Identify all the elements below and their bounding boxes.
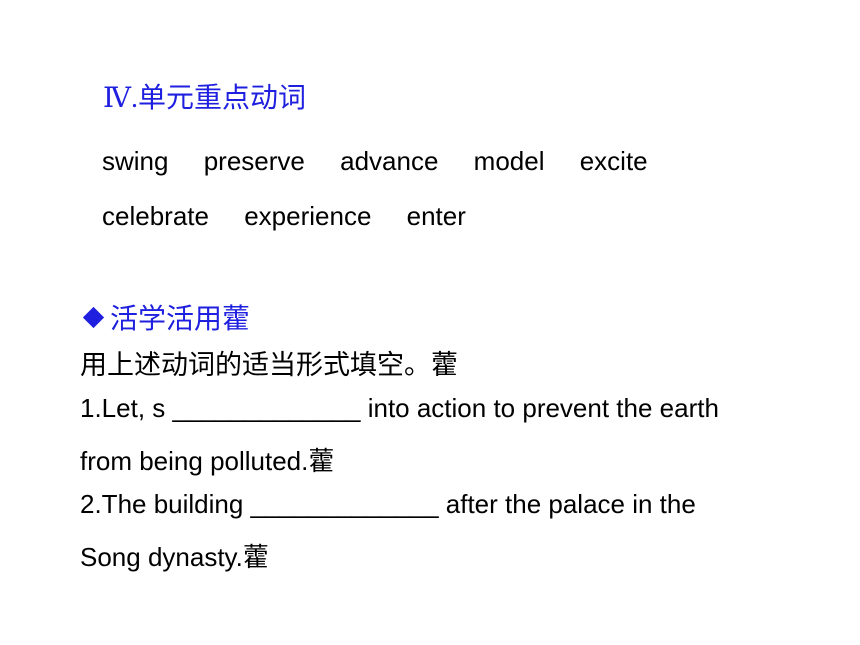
diamond-bullet-icon bbox=[82, 306, 105, 329]
section-title: 活学活用藿 bbox=[82, 297, 250, 337]
verb-word: advance bbox=[340, 146, 439, 176]
verb-word: excite bbox=[579, 146, 648, 176]
exercise-1-line-1: 1.Let, s _____________ into action to pr… bbox=[80, 393, 719, 423]
verb-word: swing bbox=[102, 146, 169, 176]
exercise-1-mark: 藿 bbox=[308, 447, 335, 476]
section-title-mark: 藿 bbox=[222, 304, 251, 335]
section-title-text: 活学活用 bbox=[110, 304, 223, 335]
exercise-1-line-2: from being polluted.藿 bbox=[80, 441, 334, 478]
verb-word: celebrate bbox=[102, 201, 209, 231]
verb-word: enter bbox=[406, 201, 466, 231]
unit-heading: Ⅳ.单元重点动词 bbox=[103, 83, 306, 114]
instruction-text: 用上述动词的适当形式填空。 bbox=[80, 350, 431, 380]
verb-word: experience bbox=[244, 201, 372, 231]
instruction-mark: 藿 bbox=[431, 350, 458, 380]
exercise-2-line-2: Song dynasty.藿 bbox=[80, 537, 269, 574]
exercise-2-line-1: 2.The building _____________ after the p… bbox=[80, 489, 696, 519]
verb-word: preserve bbox=[203, 146, 305, 176]
verb-list-line-2: celebrate experience enter bbox=[102, 201, 466, 232]
verb-list-line-1: swing preserve advance model excite bbox=[102, 146, 648, 177]
instruction: 用上述动词的适当形式填空。藿 bbox=[80, 343, 458, 382]
exercise-2-line-2-text: Song dynasty. bbox=[80, 542, 243, 572]
verb-word: model bbox=[473, 146, 545, 176]
exercise-1-line-2-text: from being polluted. bbox=[80, 446, 309, 476]
exercise-2-mark: 藿 bbox=[242, 543, 269, 572]
